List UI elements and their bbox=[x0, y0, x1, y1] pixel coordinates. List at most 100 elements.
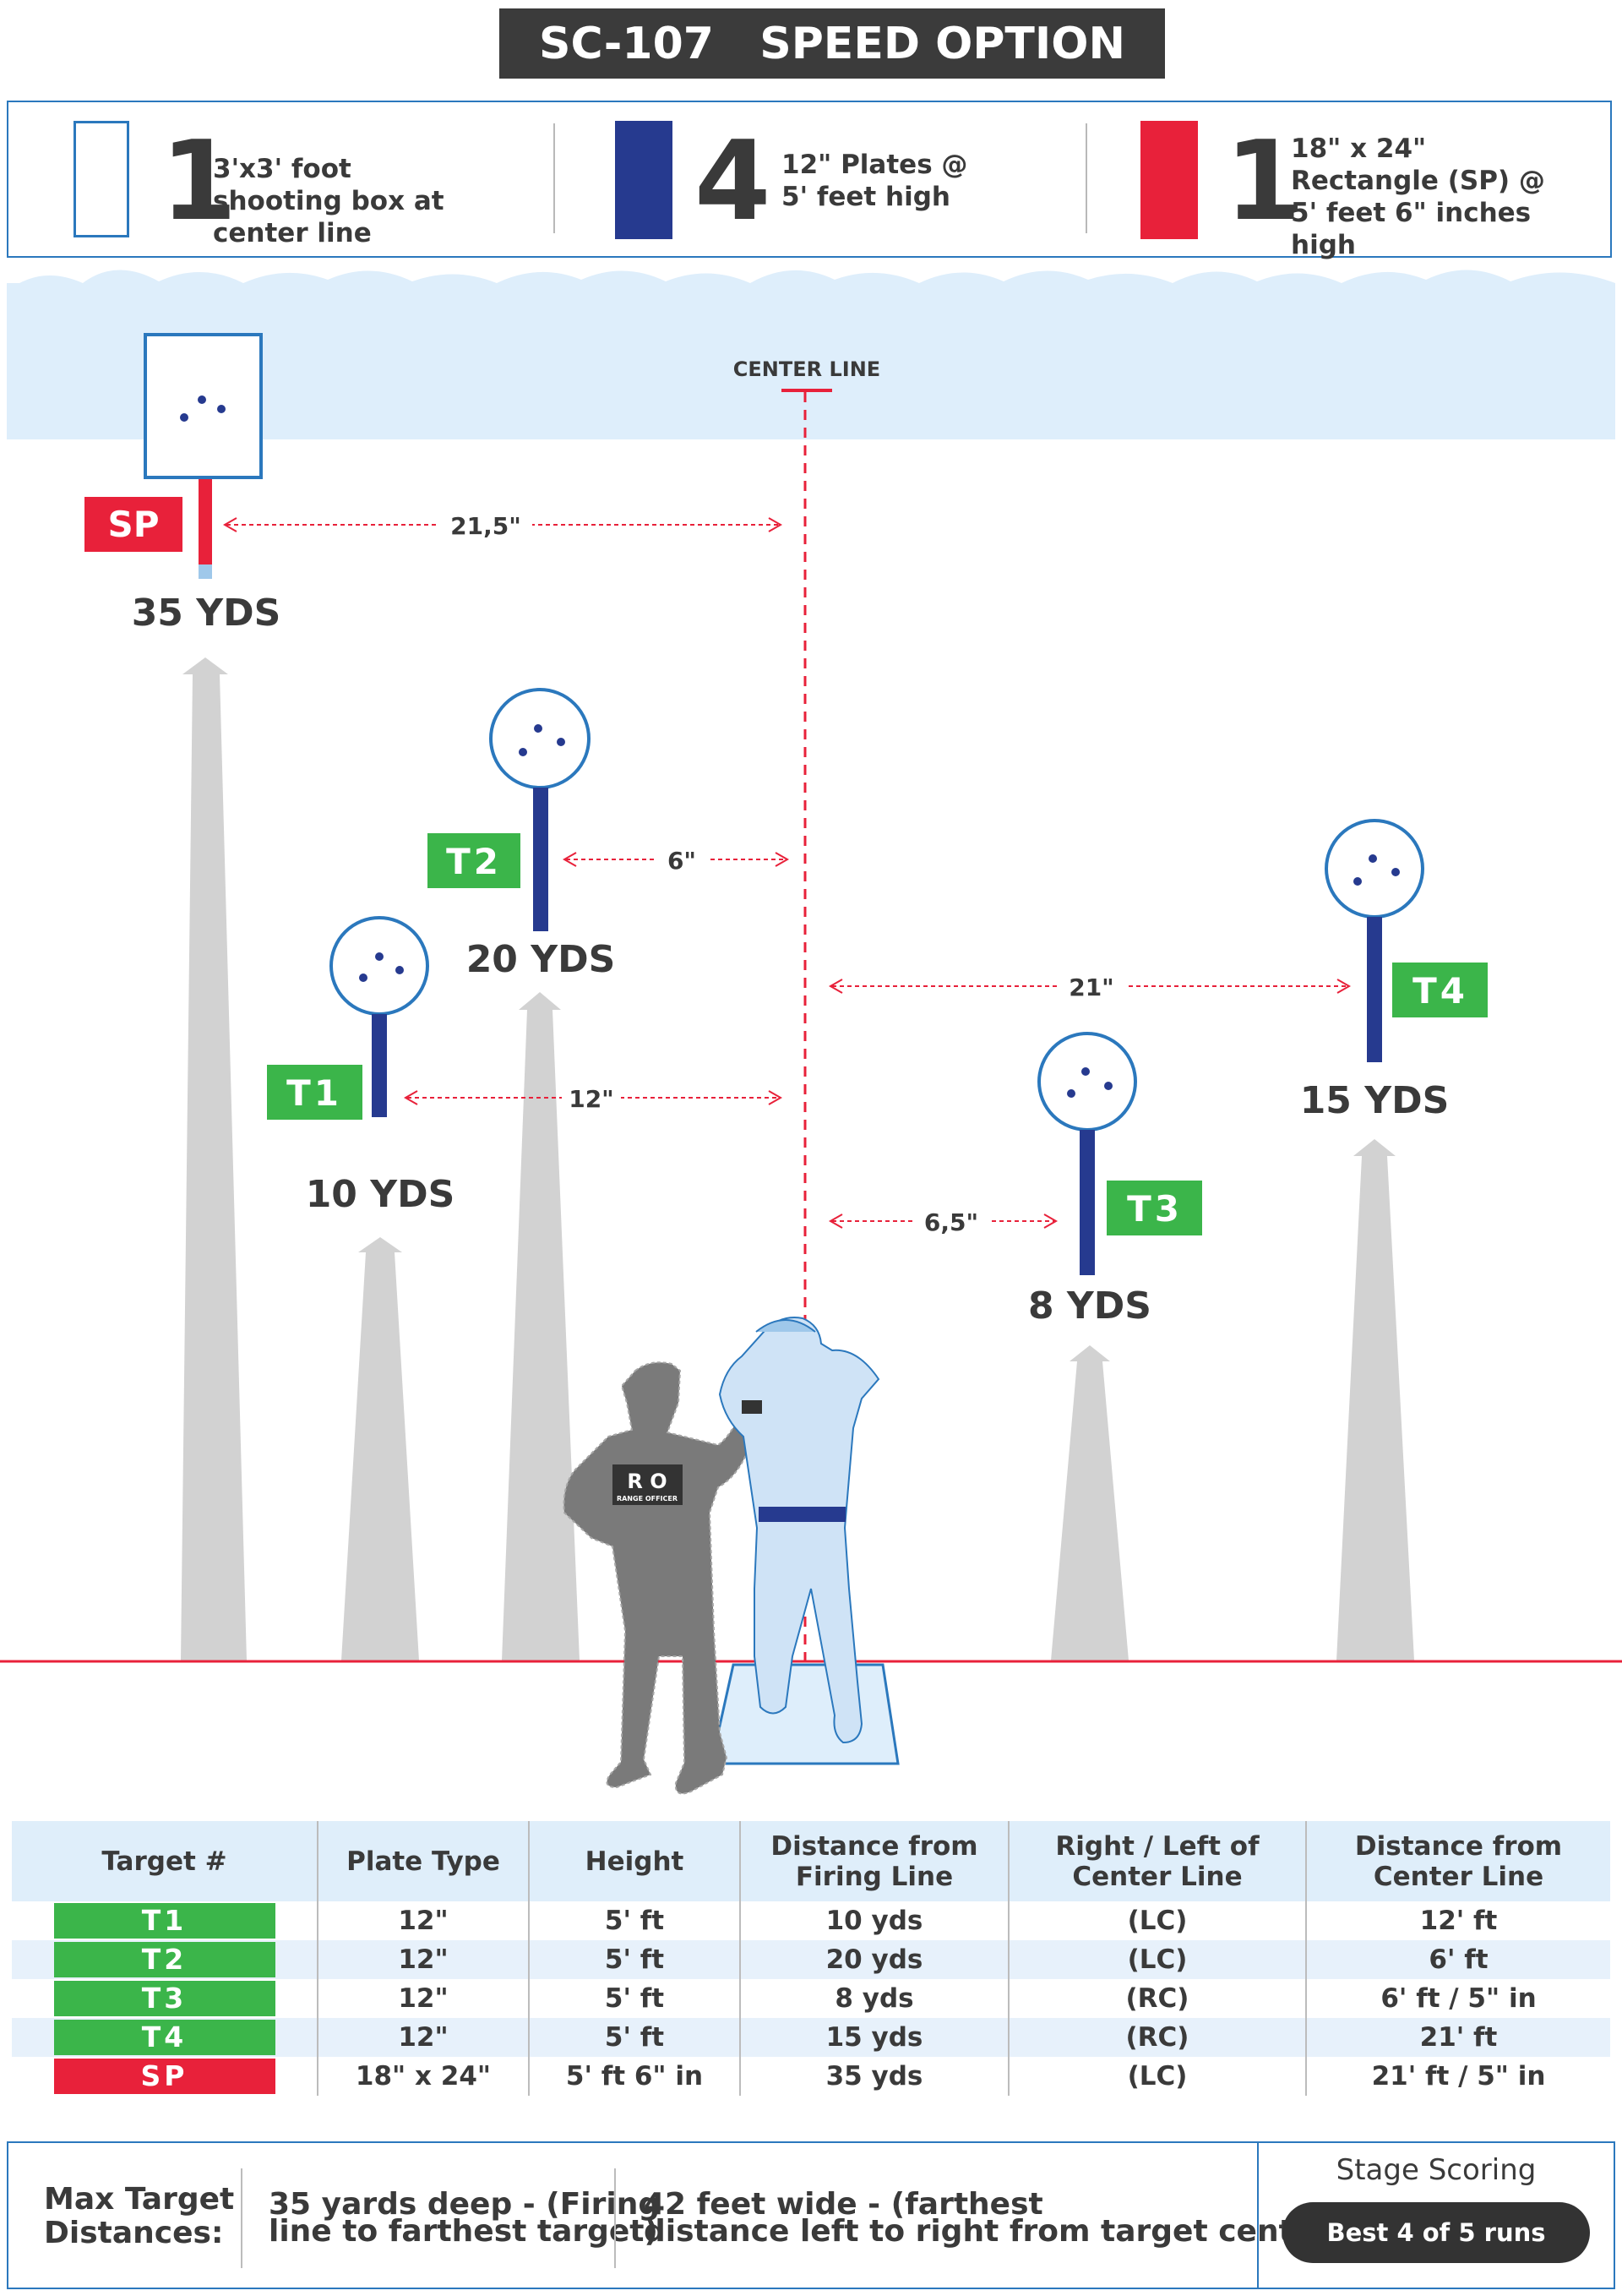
page-title: SC-107 SPEED OPTION bbox=[499, 8, 1165, 79]
center-line-label: CENTER LINE bbox=[733, 357, 880, 381]
table-cell: 35 yds bbox=[740, 2057, 1010, 2096]
range-officer-figure bbox=[563, 1361, 758, 1795]
t3-yards-label: 8 YDS bbox=[1028, 1284, 1151, 1328]
table-row: T2 12" 5' ft 20 yds (LC) 6' ft bbox=[12, 1940, 1610, 1979]
ro-badge-text: R O bbox=[627, 1470, 667, 1493]
t4-distance-label: 21" bbox=[1069, 973, 1114, 1001]
distance-cone-t2 bbox=[502, 992, 580, 1661]
t1-yards-label: 10 YDS bbox=[306, 1173, 455, 1216]
t3-target-stand bbox=[1080, 1130, 1095, 1275]
t1-distance-label: 12" bbox=[569, 1085, 614, 1113]
ro-badge bbox=[612, 1464, 683, 1505]
table-cell: 21' ft / 5" in bbox=[1371, 2061, 1546, 2091]
legend-count-plates: 4 bbox=[694, 117, 771, 245]
sp-target-stand bbox=[199, 479, 212, 579]
target-tag: T3 bbox=[53, 1981, 275, 2016]
t2-yards-label: 20 YDS bbox=[466, 938, 616, 981]
stage-scoring-badge: Best 4 of 5 runs bbox=[1282, 2202, 1590, 2263]
target-tag: T2 bbox=[53, 1942, 275, 1977]
target-table: Target # Plate Type Height Distance from… bbox=[12, 1821, 1610, 2096]
distance-cone-sp bbox=[181, 657, 247, 1661]
t1-tag bbox=[267, 1065, 362, 1120]
t3-distance-label: 6,5" bbox=[924, 1208, 978, 1236]
distance-cone-t3 bbox=[1051, 1345, 1129, 1661]
bottom-divider bbox=[241, 2168, 242, 2268]
legend-count-shooting-box: 1 bbox=[161, 117, 237, 245]
shooting-box-swatch bbox=[73, 121, 129, 237]
legend-text-shooting-box: 3'x3' foot shooting box at center line bbox=[213, 154, 444, 248]
t4-target-stand bbox=[1367, 917, 1382, 1062]
table-cell: 5' ft bbox=[529, 1901, 741, 1940]
legend-divider bbox=[553, 123, 555, 233]
t2-tag-label: T2 bbox=[446, 841, 502, 882]
legend-text-rectangle: 18" x 24" Rectangle (SP) @ 5' feet 6" in… bbox=[1291, 134, 1545, 260]
t2-distance-label: 6" bbox=[667, 847, 696, 875]
header-side: Right / Left of Center Line bbox=[1009, 1821, 1307, 1901]
sky-band bbox=[7, 270, 1615, 439]
legend-count-rectangle: 1 bbox=[1225, 117, 1302, 245]
table-row: T1 12" 5' ft 10 yds (LC) 12' ft bbox=[12, 1901, 1610, 1940]
table-cell: (LC) bbox=[1009, 1940, 1307, 1979]
table-cell: 12" bbox=[318, 1940, 530, 1979]
depth-text-line2: line to farthest target) bbox=[269, 2214, 658, 2249]
t2-target-plate bbox=[489, 688, 591, 789]
t3-tag bbox=[1107, 1181, 1202, 1235]
header-height: Height bbox=[529, 1821, 741, 1901]
shooter-belt bbox=[759, 1507, 846, 1522]
t1-target-stand bbox=[372, 1014, 387, 1117]
table-cell: 8 yds bbox=[740, 1979, 1010, 2018]
shooter-figure bbox=[718, 1317, 880, 1744]
legend-divider bbox=[1086, 123, 1087, 233]
max-distances-label-line1: Max Target bbox=[44, 2182, 235, 2217]
header-distance-firing-line: Distance from Firing Line bbox=[740, 1821, 1010, 1901]
table-cell: 15 yds bbox=[740, 2018, 1010, 2057]
target-tag: T4 bbox=[53, 2020, 275, 2055]
table-cell: 5' ft bbox=[529, 1979, 741, 2018]
ro-badge-subtext: RANGE OFFICER bbox=[617, 1495, 678, 1502]
sp-target-plate bbox=[144, 333, 263, 479]
rectangle-swatch bbox=[1140, 121, 1198, 239]
table-cell: (LC) bbox=[1009, 1901, 1307, 1940]
table-cell: 5' ft 6" in bbox=[529, 2057, 741, 2096]
legend-text-plates: 12" Plates @ 5' feet high bbox=[781, 150, 968, 212]
scoring-divider bbox=[1257, 2143, 1259, 2288]
table-cell: 18" x 24" bbox=[318, 2057, 530, 2096]
stage-scoring-title: Stage Scoring bbox=[1336, 2153, 1537, 2187]
table-cell: 12" bbox=[318, 2018, 530, 2057]
legend-box: 1 3'x3' foot shooting box at center line… bbox=[7, 101, 1612, 260]
table-cell: (RC) bbox=[1009, 2018, 1307, 2057]
table-cell: (LC) bbox=[1009, 2057, 1307, 2096]
width-text-line1: 42 feet wide - (farthest bbox=[644, 2187, 1043, 2222]
t2-tag bbox=[427, 833, 520, 888]
target-tag: T1 bbox=[53, 1903, 275, 1939]
distance-cone-t1 bbox=[341, 1237, 419, 1661]
sp-yards-label: 35 YDS bbox=[132, 592, 281, 635]
max-distances-box: Max Target Distances: 35 yards deep - (F… bbox=[7, 2141, 1615, 2289]
distance-cone-t4 bbox=[1336, 1139, 1414, 1661]
max-distances-label-line2: Distances: bbox=[44, 2216, 224, 2250]
sp-tag-label: SP bbox=[107, 504, 159, 545]
t3-tag-label: T3 bbox=[1127, 1188, 1183, 1230]
t2-target-stand bbox=[533, 788, 548, 931]
t4-yards-label: 15 YDS bbox=[1300, 1079, 1450, 1122]
table-cell: (RC) bbox=[1009, 1979, 1307, 2018]
table-cell: 12" bbox=[318, 1979, 530, 2018]
t1-target-plate bbox=[329, 916, 429, 1016]
table-cell: 12" bbox=[318, 1901, 530, 1940]
width-text-line2: distance left to right from target cente… bbox=[644, 2214, 1361, 2249]
header-plate-type: Plate Type bbox=[318, 1821, 530, 1901]
t4-tag bbox=[1392, 963, 1488, 1017]
sp-distance-label: 21,5" bbox=[450, 512, 521, 540]
table-cell: 5' ft bbox=[529, 1940, 741, 1979]
plate-swatch bbox=[615, 121, 672, 239]
table-cell: 6' ft bbox=[1306, 1940, 1610, 1979]
table-cell: 6' ft / 5" in bbox=[1380, 1983, 1537, 2014]
stage-diagram: R O RANGE OFFICER CENTER LINE SP T2 T1 T… bbox=[0, 333, 1622, 1795]
table-row: SP 18" x 24" 5' ft 6" in 35 yds (LC) 21'… bbox=[12, 2057, 1610, 2096]
header-target: Target # bbox=[12, 1821, 318, 1901]
target-tag: SP bbox=[53, 2059, 275, 2094]
shooting-box bbox=[710, 1663, 900, 1765]
table-cell: 5' ft bbox=[529, 2018, 741, 2057]
table-cell: 10 yds bbox=[740, 1901, 1010, 1940]
table-row: T4 12" 5' ft 15 yds (RC) 21' ft bbox=[12, 2018, 1610, 2057]
